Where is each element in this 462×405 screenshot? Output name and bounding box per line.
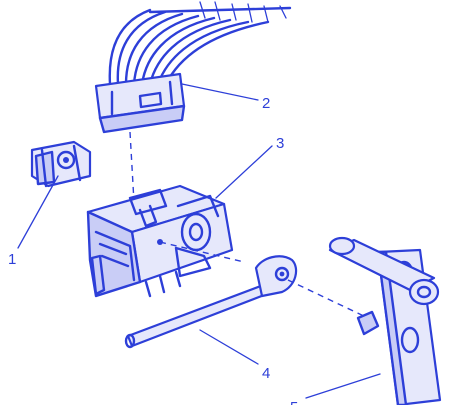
connector-alignment-line — [129, 131, 135, 203]
pedal-arm — [328, 236, 442, 405]
callout-4: 4 — [262, 365, 270, 382]
actuator-rod — [124, 255, 298, 349]
rod-alignment-line — [287, 279, 369, 319]
mounting-clip — [30, 140, 92, 188]
harness-connector — [94, 72, 186, 134]
callout-5: 5 — [290, 399, 298, 405]
wire-harness — [108, 1, 292, 86]
switch-housing — [86, 184, 234, 298]
leader-lines — [17, 83, 381, 399]
callout-2: 2 — [262, 95, 270, 112]
callout-1: 1 — [8, 251, 16, 268]
callout-3: 3 — [276, 135, 284, 152]
pivot-alignment-line — [159, 241, 245, 263]
